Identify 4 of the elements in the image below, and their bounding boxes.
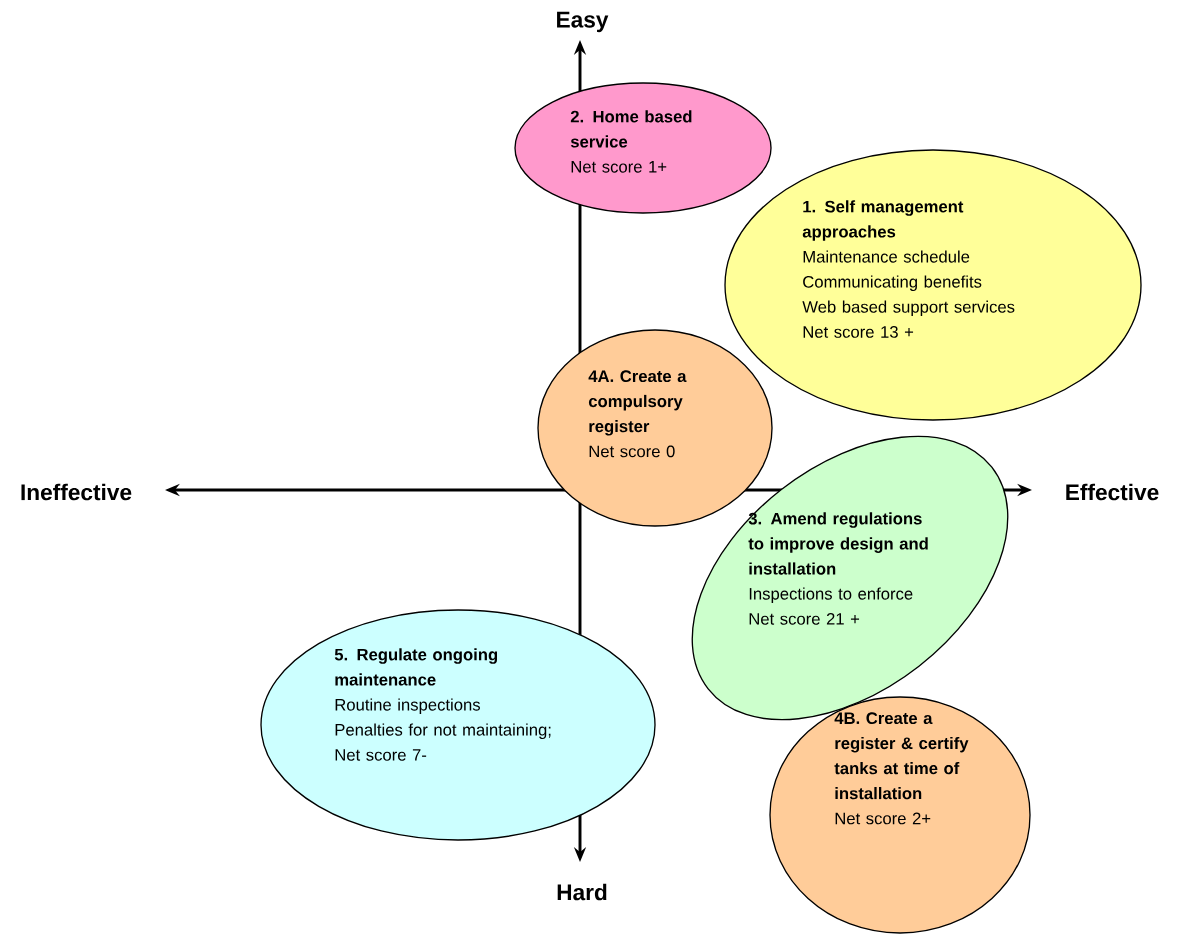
axis-label: Ineffective bbox=[21, 483, 132, 501]
axis-label: Hard bbox=[557, 883, 607, 901]
axis-label: Easy bbox=[557, 11, 609, 33]
axis-label: Effective bbox=[1066, 483, 1159, 501]
